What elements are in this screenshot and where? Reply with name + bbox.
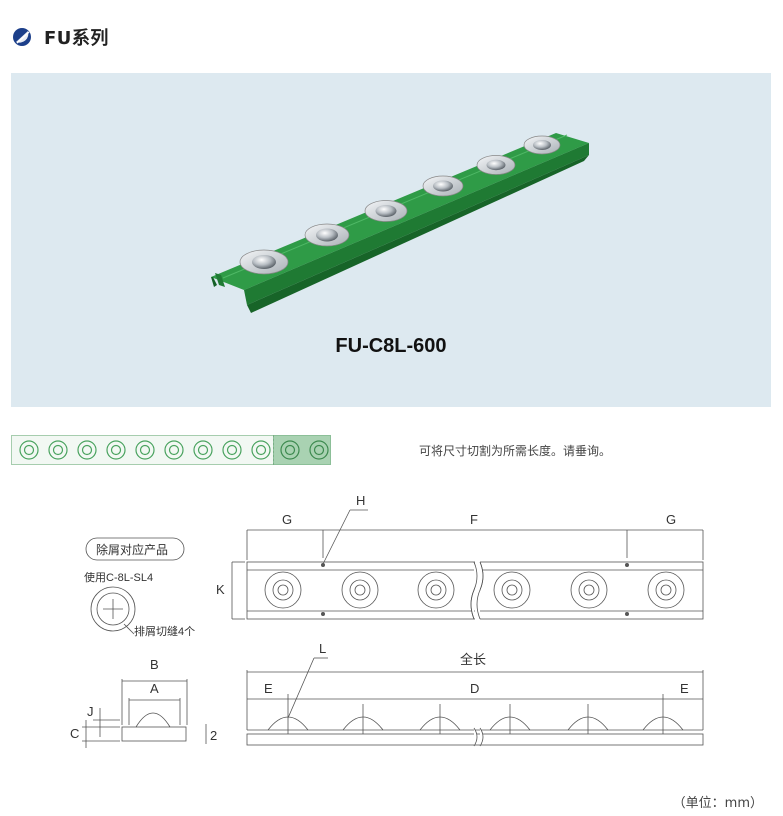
dim-G-left: G	[282, 512, 292, 527]
top-view	[231, 509, 704, 621]
dim-K: K	[216, 582, 225, 597]
dimension-drawing: G F G H K 全长 L E D E B A C J 2 除屑对应产品 使用…	[70, 493, 704, 748]
dim-2: 2	[210, 728, 217, 743]
ball-units	[239, 135, 561, 275]
chip-badge: 除屑对应产品	[96, 542, 168, 557]
slit-note: 排屑切缝4个	[134, 624, 195, 638]
section-title: FU系列	[44, 28, 109, 49]
rail-product-image	[211, 133, 589, 313]
dim-B: B	[150, 657, 159, 672]
chip-slit-inset	[85, 537, 185, 635]
usage-note: 使用C-8L-SL4	[84, 571, 153, 584]
cut-to-length-note: 可将尺寸切割为所需长度。请垂询。	[419, 444, 612, 458]
rail-strip-illustration	[11, 435, 331, 465]
label-L: L	[319, 641, 326, 656]
dim-E-right: E	[680, 681, 689, 696]
half-moon-icon	[13, 28, 31, 46]
dim-F: F	[470, 512, 478, 527]
cross-section	[82, 679, 207, 748]
dim-total-length: 全长	[460, 652, 486, 667]
dim-D: D	[470, 681, 479, 696]
dim-A: A	[150, 681, 159, 696]
dim-J: J	[87, 704, 94, 719]
unit-note: （单位：mm）	[672, 796, 763, 811]
model-name: FU-C8L-600	[335, 335, 447, 357]
side-view	[246, 657, 704, 747]
dim-C: C	[70, 726, 79, 741]
dim-E-left: E	[264, 681, 273, 696]
product-hero: FU-C8L-600	[11, 73, 771, 407]
label-H: H	[356, 493, 365, 508]
dim-G-right: G	[666, 512, 676, 527]
section-header: FU系列	[12, 24, 109, 50]
